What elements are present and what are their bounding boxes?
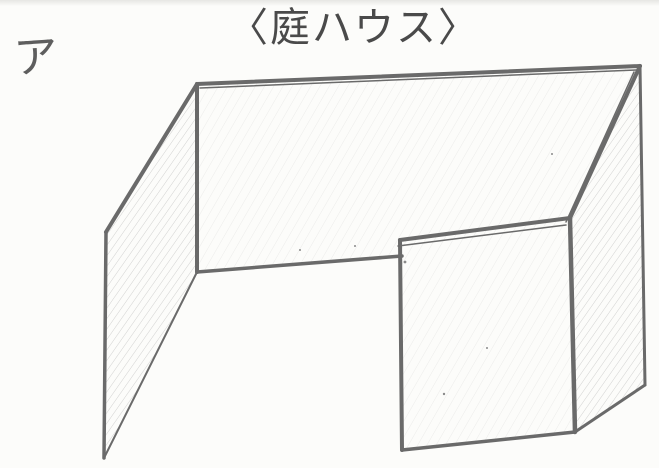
back-wall-top-edge-2 [199, 69, 637, 89]
front-block-face [400, 218, 575, 450]
right-wall-bottom-edge [573, 383, 647, 434]
front-block-top-edge [398, 216, 572, 242]
right-wall-face [570, 66, 645, 432]
left-wall-face [104, 84, 197, 458]
drawing-title: 〈庭ハウス〉 [228, 5, 480, 51]
left-wall-top-edge-2 [109, 91, 193, 227]
front-block-right-edge [567, 215, 578, 435]
pencil-specks [299, 153, 553, 396]
paper-edge [0, 0, 659, 6]
left-wall-bottom-edge [103, 271, 198, 459]
left-wall-front-edge [102, 230, 108, 460]
right-wall-front-edge-2 [565, 71, 635, 223]
front-block-top-edge-2 [397, 224, 567, 247]
front-block-bottom-edge [400, 430, 577, 452]
right-wall-back-edge [638, 64, 647, 387]
back-wall-face [197, 66, 640, 272]
right-wall-front-edge [568, 64, 642, 220]
floor-back-edge [195, 254, 404, 274]
back-wall-top-edge [195, 64, 642, 86]
front-block-left-edge [398, 238, 404, 452]
